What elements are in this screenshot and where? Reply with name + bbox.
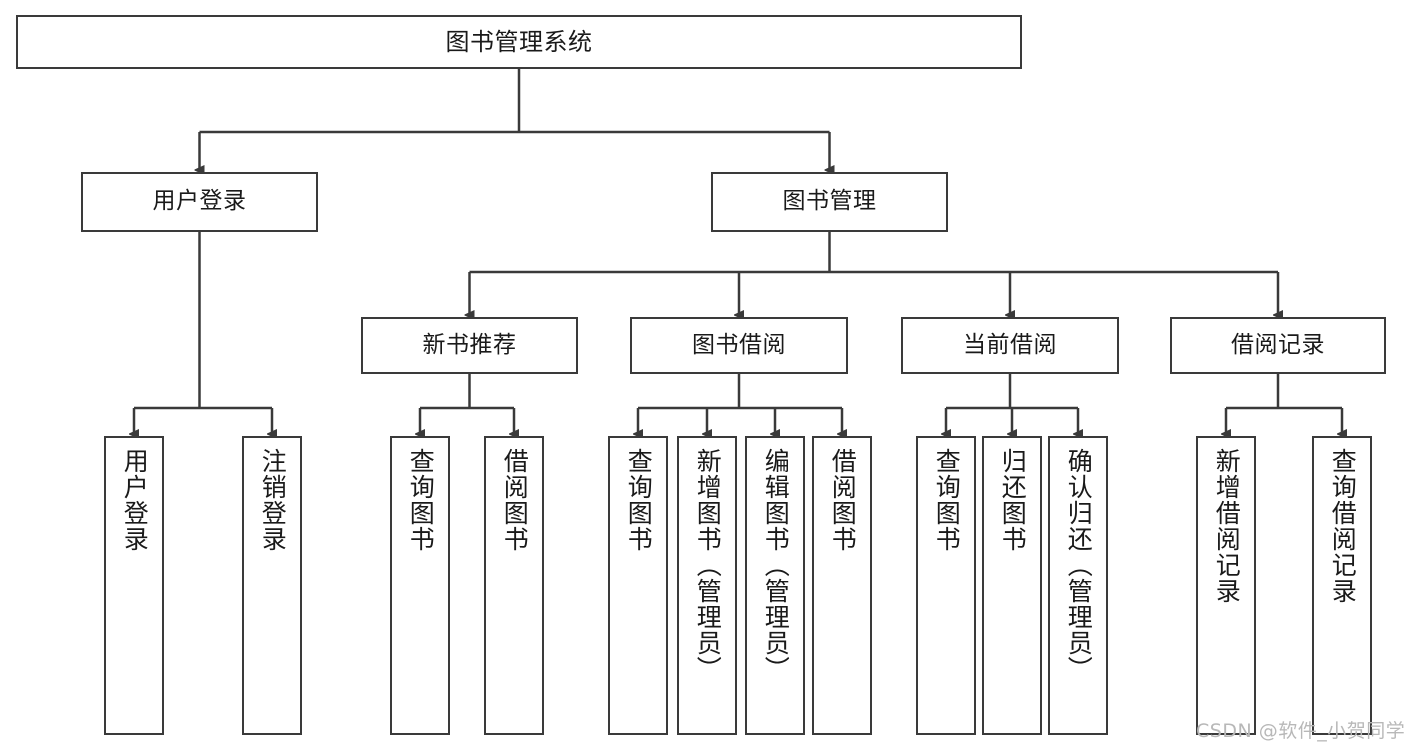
node-book-borrow[interactable]: 图书借阅 [630,317,848,374]
node-leaf-borrow-book-rec-label: 借阅图书 [500,448,530,552]
node-borrow-record-label: 借阅记录 [1231,331,1325,358]
node-leaf-user-login-label: 用户登录 [120,448,150,552]
node-leaf-query-book-rec-label: 查询图书 [406,448,436,552]
node-leaf-query-borrow-record-label: 查询借阅记录 [1328,448,1358,604]
node-leaf-borrow-book-rec[interactable]: 借阅图书 [484,436,544,735]
node-user-login-label: 用户登录 [152,188,247,215]
node-book-manage[interactable]: 图书管理 [711,172,948,232]
node-leaf-logout-label: 注销登录 [258,448,288,552]
node-borrow-record[interactable]: 借阅记录 [1170,317,1386,374]
node-leaf-edit-book-admin-label: 编辑图书（管理员） [761,448,791,682]
node-leaf-borrow-book[interactable]: 借阅图书 [812,436,872,735]
node-leaf-query-book-current[interactable]: 查询图书 [916,436,976,735]
node-leaf-edit-book-admin[interactable]: 编辑图书（管理员） [745,436,805,735]
node-leaf-return-book[interactable]: 归还图书 [982,436,1042,735]
node-leaf-add-borrow-record-label: 新增借阅记录 [1212,448,1242,604]
node-leaf-user-login[interactable]: 用户登录 [104,436,164,735]
node-leaf-query-book-rec[interactable]: 查询图书 [390,436,450,735]
node-current-borrow-label: 当前借阅 [963,331,1057,358]
node-leaf-confirm-return-admin[interactable]: 确认归还（管理员） [1048,436,1108,735]
node-leaf-query-book-borrow[interactable]: 查询图书 [608,436,668,735]
node-root[interactable]: 图书管理系统 [16,15,1022,69]
node-book-manage-label: 图书管理 [782,188,877,215]
node-book-borrow-label: 图书借阅 [692,331,786,358]
node-root-label: 图书管理系统 [445,27,593,56]
node-leaf-query-borrow-record[interactable]: 查询借阅记录 [1312,436,1372,735]
node-leaf-query-book-current-label: 查询图书 [932,448,962,552]
node-leaf-confirm-return-admin-label: 确认归还（管理员） [1064,448,1094,682]
node-new-book-recommend[interactable]: 新书推荐 [361,317,578,374]
node-user-login[interactable]: 用户登录 [81,172,318,232]
node-leaf-query-book-borrow-label: 查询图书 [624,448,654,552]
node-leaf-add-borrow-record[interactable]: 新增借阅记录 [1196,436,1256,735]
node-new-book-recommend-label: 新书推荐 [422,331,517,358]
node-leaf-return-book-label: 归还图书 [998,448,1028,552]
node-leaf-borrow-book-label: 借阅图书 [828,448,858,552]
node-current-borrow[interactable]: 当前借阅 [901,317,1119,374]
csdn-watermark: CSDN @软件_小贺同学 [1196,720,1405,742]
node-leaf-add-book-admin[interactable]: 新增图书（管理员） [677,436,737,735]
node-leaf-add-book-admin-label: 新增图书（管理员） [693,448,723,682]
node-leaf-logout[interactable]: 注销登录 [242,436,302,735]
